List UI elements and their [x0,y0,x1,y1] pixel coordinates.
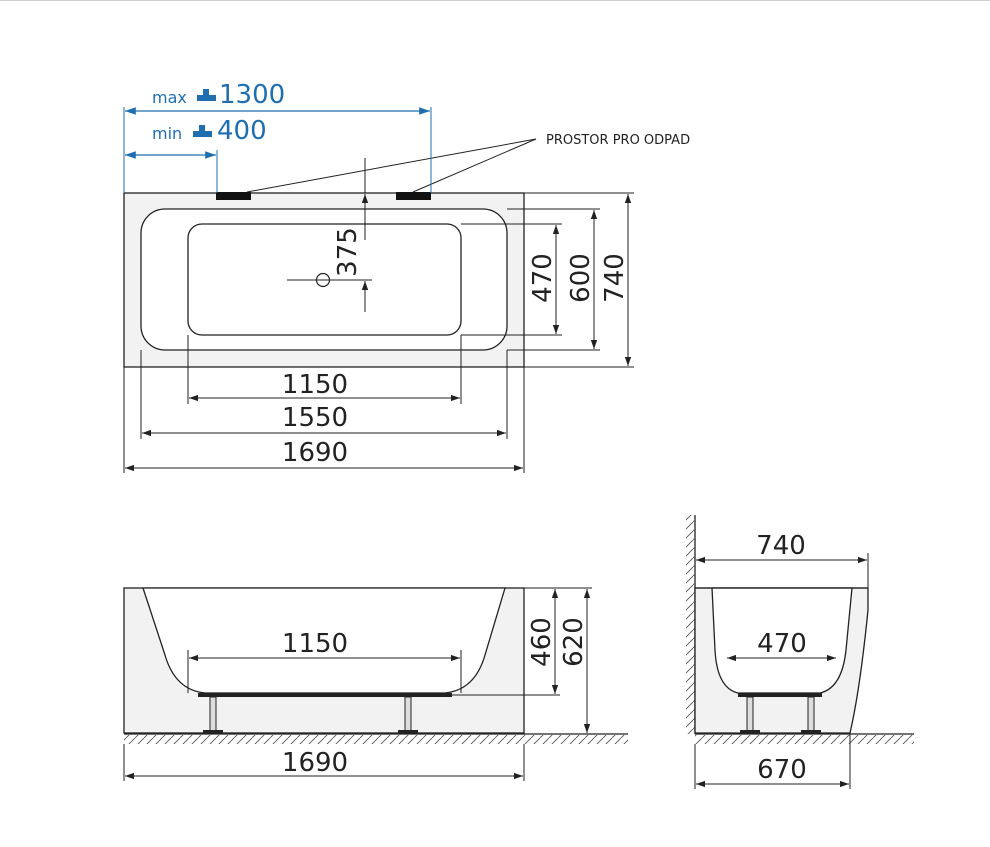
dim-375-label: 375 [333,227,363,277]
side-view: 1150 460 620 1690 [123,587,628,781]
side-leg-left [209,696,217,732]
leader-line-right [412,138,537,193]
side-dim-460-label: 460 [527,617,557,667]
faucet-max-value: 1300 [219,80,285,110]
faucet-zone-right [396,192,431,200]
faucet-zone-left [216,192,251,200]
leader-line-left [246,138,537,193]
dim-470-label: 470 [528,253,558,303]
end-dim-670-label: 670 [757,755,807,785]
faucet-max-icon [197,89,216,101]
drain-space-label: PROSTOR PRO ODPAD [546,133,690,148]
end-foot-left [740,730,760,734]
end-wall-hatch [686,515,695,734]
dim-1690-label: 1690 [282,438,348,468]
faucet-max-prefix: max [152,88,187,107]
dim-1550-label: 1550 [282,403,348,433]
faucet-min-prefix: min [152,124,182,143]
dim-1150-label: 1150 [282,370,348,400]
end-view: 740 470 670 [686,515,914,789]
side-base-plate [198,693,452,697]
end-leg-right [807,696,815,732]
dim-600-label: 600 [566,253,596,303]
end-floor-hatch [695,735,914,744]
end-foot-right [801,730,821,734]
side-leg-right [404,696,412,732]
side-dim-1690-label: 1690 [282,748,348,778]
side-foot-right [398,730,418,734]
end-dim-740-label: 740 [756,531,806,561]
side-dim-1150-label: 1150 [282,629,348,659]
side-foot-left [203,730,223,734]
side-floor-hatch [124,735,628,744]
faucet-min-value: 400 [217,116,267,146]
end-dim-470-label: 470 [757,629,807,659]
top-view: 375 PROSTOR PRO ODPAD max 1300 min 400 4… [123,80,690,473]
dim-740-label: 740 [600,253,630,303]
faucet-min-icon [193,125,212,137]
end-base-plate [738,693,822,697]
top-border [0,0,990,1]
side-dim-620-label: 620 [559,617,589,667]
end-leg-left [746,696,754,732]
